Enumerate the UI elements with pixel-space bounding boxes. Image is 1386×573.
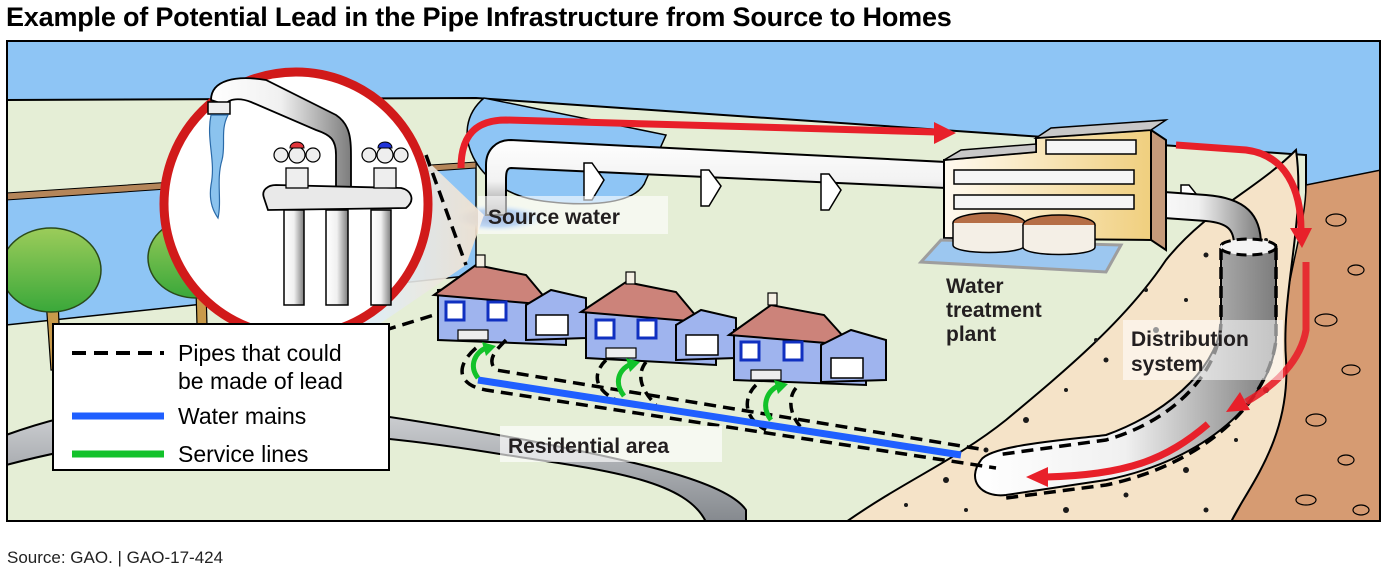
legend-box [52, 323, 390, 471]
cold-tap [361, 141, 409, 189]
service-lines [471, 345, 780, 422]
source-water-label-bg [478, 196, 668, 234]
faucet-inset [159, 67, 433, 341]
flow-arrow-down [1244, 262, 1310, 406]
legend-label-service-lines: Service lines [178, 441, 308, 467]
flow-arrowhead-1 [934, 122, 956, 144]
residential-label-bg [500, 426, 722, 462]
soil-rocks [1295, 213, 1370, 516]
plant-label-line-2: treatment [946, 299, 1042, 322]
flow-arrow-to-residential [1045, 421, 1211, 481]
flow-arrow-source-to-plant [457, 116, 937, 169]
legend-label-lead-pipes-2: be made of lead [178, 368, 343, 394]
flow-arrowhead-2 [1290, 228, 1312, 248]
distribution-label-bg [1123, 320, 1283, 380]
legend-label-water-mains: Water mains [178, 403, 306, 429]
figure-title: Example of Potential Lead in the Pipe In… [6, 2, 952, 32]
service-line-arrowheads [482, 342, 788, 394]
residential-area-label: Residential area [508, 435, 669, 458]
source-water-label: Source water [488, 206, 620, 229]
legend-label-lead-pipes-1: Pipes that could [178, 340, 342, 366]
flow-arrowhead-3 [1226, 392, 1250, 412]
flow-arrow-plant-to-ground [1175, 141, 1305, 231]
house-3 [726, 292, 887, 387]
infrastructure-illustration: Source water Water treatment plant Distr… [6, 40, 1381, 522]
plant-label-line-1: Water [946, 275, 1004, 298]
inset-dashed-line-top [424, 154, 468, 266]
lead-pipe-outline-house-2 [595, 358, 658, 407]
distribution-label-line-2: system [1131, 353, 1203, 376]
distribution-pipe-opening [1218, 237, 1278, 257]
house-2 [578, 271, 737, 367]
source-note: Source: GAO. | GAO-17-424 [7, 548, 224, 567]
legend: Pipes that could be made of lead Water m… [52, 323, 390, 471]
water-treatment-plant [917, 119, 1169, 274]
water-main [477, 376, 962, 459]
flow-arrowhead-4 [1026, 467, 1048, 487]
lead-pipe-outline-lower [460, 346, 997, 470]
lead-pipe-outline-upper [490, 338, 987, 452]
illustration-frame [6, 40, 1381, 522]
distribution-label-line-1: Distribution [1131, 328, 1249, 351]
hot-tap [273, 141, 321, 189]
plant-label-line-3: plant [946, 323, 996, 346]
house-1 [431, 254, 587, 347]
